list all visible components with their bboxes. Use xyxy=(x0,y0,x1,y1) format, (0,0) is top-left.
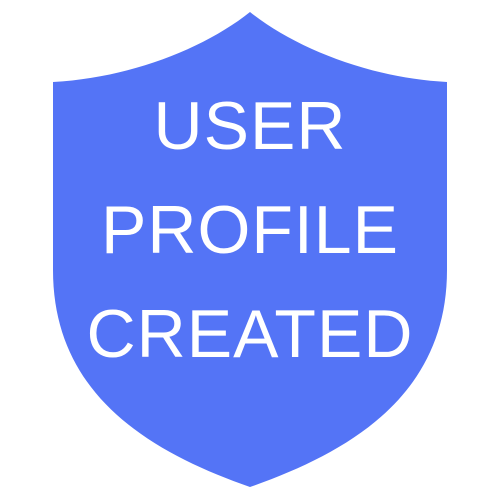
badge-line-user: USER xyxy=(153,88,347,164)
badge-line-profile: PROFILE xyxy=(101,192,399,268)
badge-line-created: CREATED xyxy=(86,296,414,372)
